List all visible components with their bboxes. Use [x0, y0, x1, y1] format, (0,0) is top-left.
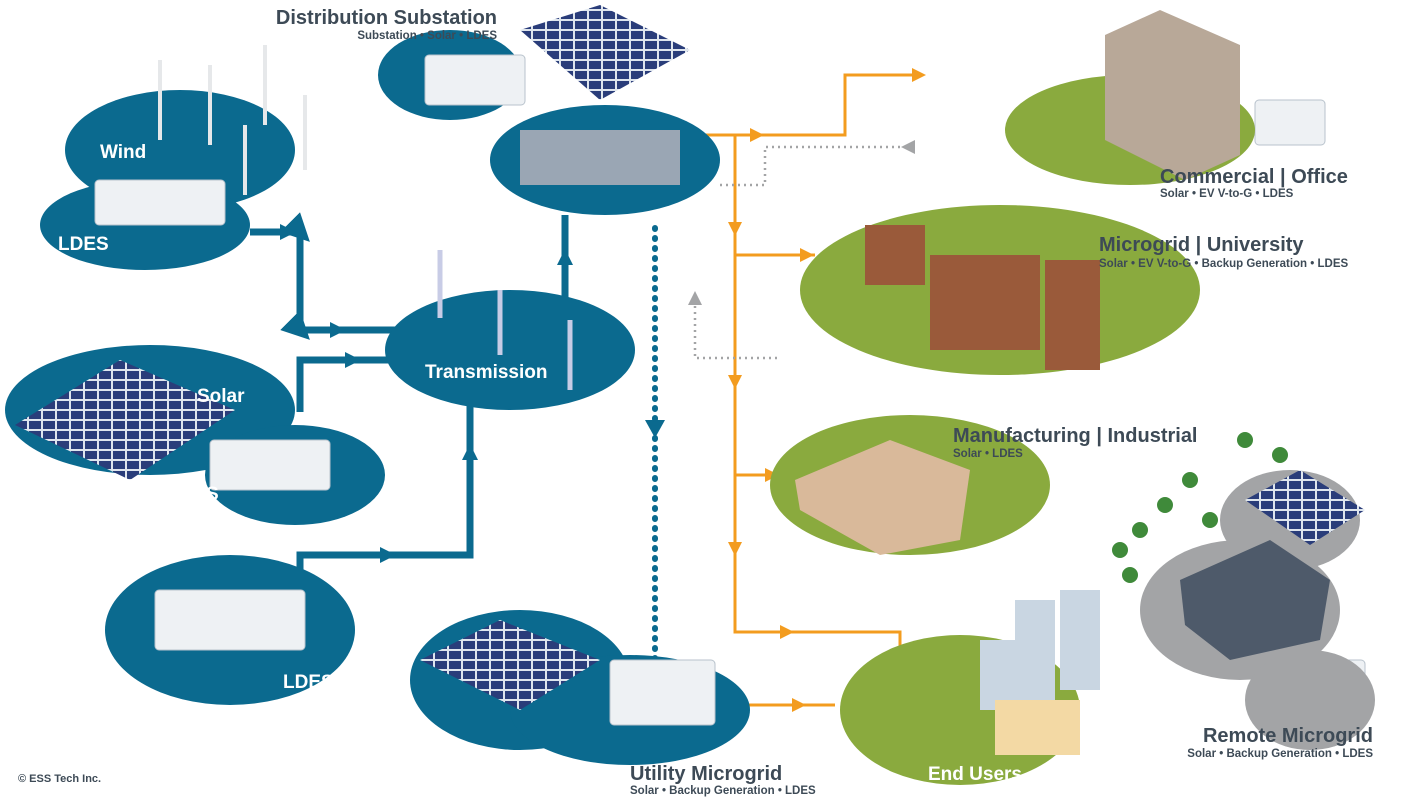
- university-buildings: [865, 225, 1100, 370]
- factory: [795, 440, 970, 555]
- university-subtitle: Solar • EV V-to-G • Backup Generation • …: [1099, 258, 1348, 270]
- solar-panels-distribution: [520, 5, 690, 100]
- university-title: Microgrid | University: [1099, 234, 1304, 256]
- solar-panels-utility: [420, 620, 600, 710]
- copyright: © ESS Tech Inc.: [18, 773, 101, 785]
- transmission-node: [385, 290, 635, 410]
- remote-subtitle: Solar • Backup Generation • LDES: [1187, 748, 1373, 760]
- solar-panels-solar: [15, 360, 235, 480]
- substation-equipment: [520, 130, 680, 185]
- manufacturing-subtitle: Solar • LDES: [953, 448, 1023, 460]
- solar-label: Solar: [197, 386, 245, 407]
- manufacturing-title: Manufacturing | Industrial: [953, 425, 1198, 447]
- commercial-subtitle: Solar • EV V-to-G • LDES: [1160, 188, 1294, 200]
- city-buildings: [980, 590, 1100, 755]
- forest: [1112, 432, 1288, 583]
- office-building: [1105, 10, 1240, 180]
- wind-ldes-label: LDES: [58, 234, 109, 255]
- v2g-return-lines: [693, 145, 915, 360]
- wind-label: Wind: [100, 142, 146, 163]
- utility-microgrid-subtitle: Solar • Backup Generation • LDES: [630, 785, 816, 797]
- end-users-label: End Users: [928, 764, 1022, 785]
- solar-panels-remote: [1245, 470, 1365, 545]
- utility-microgrid-title: Utility Microgrid: [630, 763, 782, 785]
- distribution-lines: [690, 73, 920, 707]
- distribution-title: Distribution Substation: [276, 7, 497, 29]
- remote-barn: [1180, 540, 1330, 660]
- ldes-label: LDES: [283, 672, 334, 693]
- remote-title: Remote Microgrid: [1203, 725, 1373, 747]
- flow-arrows-orange: [728, 68, 926, 712]
- transmission-towers: [437, 250, 573, 390]
- distribution-subtitle: Substation • Solar • LDES: [357, 30, 497, 42]
- transmission-label: Transmission: [425, 362, 548, 383]
- commercial-title: Commercial | Office: [1160, 166, 1348, 188]
- solar-ldes-label: LDES: [168, 484, 219, 505]
- wind-turbines: [158, 45, 307, 195]
